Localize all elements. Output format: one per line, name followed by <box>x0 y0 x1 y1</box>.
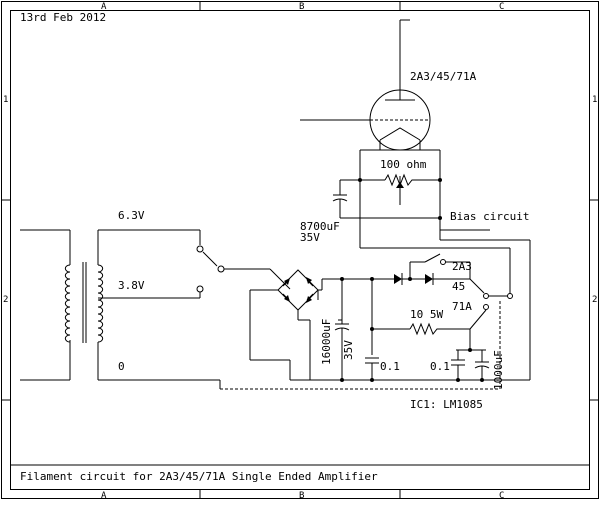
zone-col-c-bottom: C <box>499 491 504 500</box>
cap-1000-label: 1000uF <box>492 350 505 390</box>
tube-symbol <box>300 19 441 180</box>
capacitor-16000uf <box>334 277 350 382</box>
transformer-symbol <box>20 229 220 381</box>
zone-col-a-bottom: A <box>101 491 107 500</box>
zone-col-b-top: B <box>299 2 304 12</box>
cap-16000-voltage: 35V <box>342 340 355 360</box>
cap-01-b-label: 0.1 <box>430 360 450 373</box>
select-45-label: 45 <box>452 280 465 293</box>
date-label: 13rd Feb 2012 <box>20 11 106 24</box>
select-71a-label: 71A <box>452 300 472 313</box>
zone-col-a-top: A <box>101 2 107 12</box>
zone-row-1-right: 1 <box>592 95 597 105</box>
resistor-10-label: 10 5W <box>410 308 443 321</box>
bias-label: Bias circuit <box>450 210 529 223</box>
hum-pot <box>332 173 490 231</box>
zone-row-2-right: 2 <box>592 295 597 305</box>
cap-16000-label: 16000uF <box>320 319 333 365</box>
tube-label: 2A3/45/71A <box>410 70 477 83</box>
cap-8700-voltage: 35V <box>300 231 320 244</box>
regulator-wiring <box>365 277 490 382</box>
cap-8700-label: 8700uF <box>300 220 340 233</box>
tap-0-label: 0 <box>118 360 125 373</box>
ic-boundary <box>220 300 501 390</box>
zone-col-b-bottom: B <box>299 491 304 500</box>
footer-title: Filament circuit for 2A3/45/71A Single E… <box>20 470 378 483</box>
select-2a3-label: 2A3 <box>452 260 472 273</box>
tap-3v8-label: 3.8V <box>118 279 145 292</box>
tap-6v3-label: 6.3V <box>118 209 145 222</box>
diode-string <box>380 253 513 310</box>
zone-row-1-left: 1 <box>3 95 8 105</box>
zone-col-c-top: C <box>499 2 504 12</box>
pot-label: 100 ohm <box>380 158 427 171</box>
ic-label: IC1: LM1085 <box>410 398 483 411</box>
zone-row-2-left: 2 <box>3 295 8 305</box>
cap-01-a-label: 0.1 <box>380 360 400 373</box>
tap-selector-switch <box>196 230 291 389</box>
